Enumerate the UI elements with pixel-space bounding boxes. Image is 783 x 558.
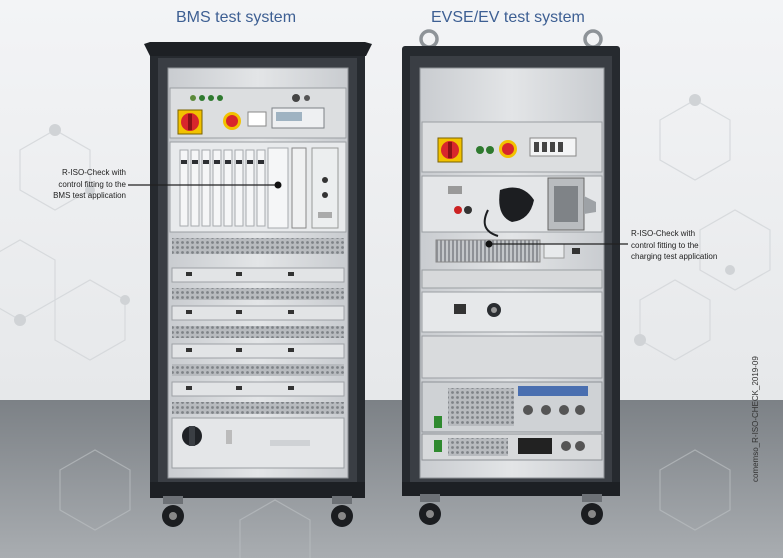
floor-hexagons [59,449,731,558]
bms-callout: R-ISO-Check with control fitting to the … [16,167,126,202]
evse-callout-line-2: control fitting to the [631,240,699,250]
bms-wheels [162,496,353,527]
r-iso-check-module [291,147,307,229]
bms-callout-line-3: BMS test application [53,191,126,200]
bms-cabinet [144,42,372,527]
bms-system-title: BMS test system [176,9,297,26]
document-id: comemso_R-ISO-CHECK_2019-09 [751,356,760,482]
evse-callout-line-1: R-ISO-Check with [631,229,696,238]
evse-wheels [419,494,603,525]
wall [0,0,783,400]
evse-cabinet [402,29,620,525]
callout-dot-bms [274,181,282,189]
r-iso-check-module [435,239,541,263]
floor [0,400,783,558]
bms-callout-line-2: control fitting to the [58,179,126,189]
charging-plug [499,187,534,222]
indicator-lamps [190,95,223,101]
callout-dot-evse [485,240,493,248]
evse-callout: R-ISO-Check with control fitting to the … [631,228,717,263]
evse-system-title: EVSE/EV test system [431,9,585,26]
callout-lines [128,184,628,245]
hex-nodes [14,94,735,346]
bms-grill-rows [171,238,345,414]
evse-callout-line-3: charging test application [631,252,718,261]
bms-callout-line-1: R-ISO-Check with [61,168,126,177]
